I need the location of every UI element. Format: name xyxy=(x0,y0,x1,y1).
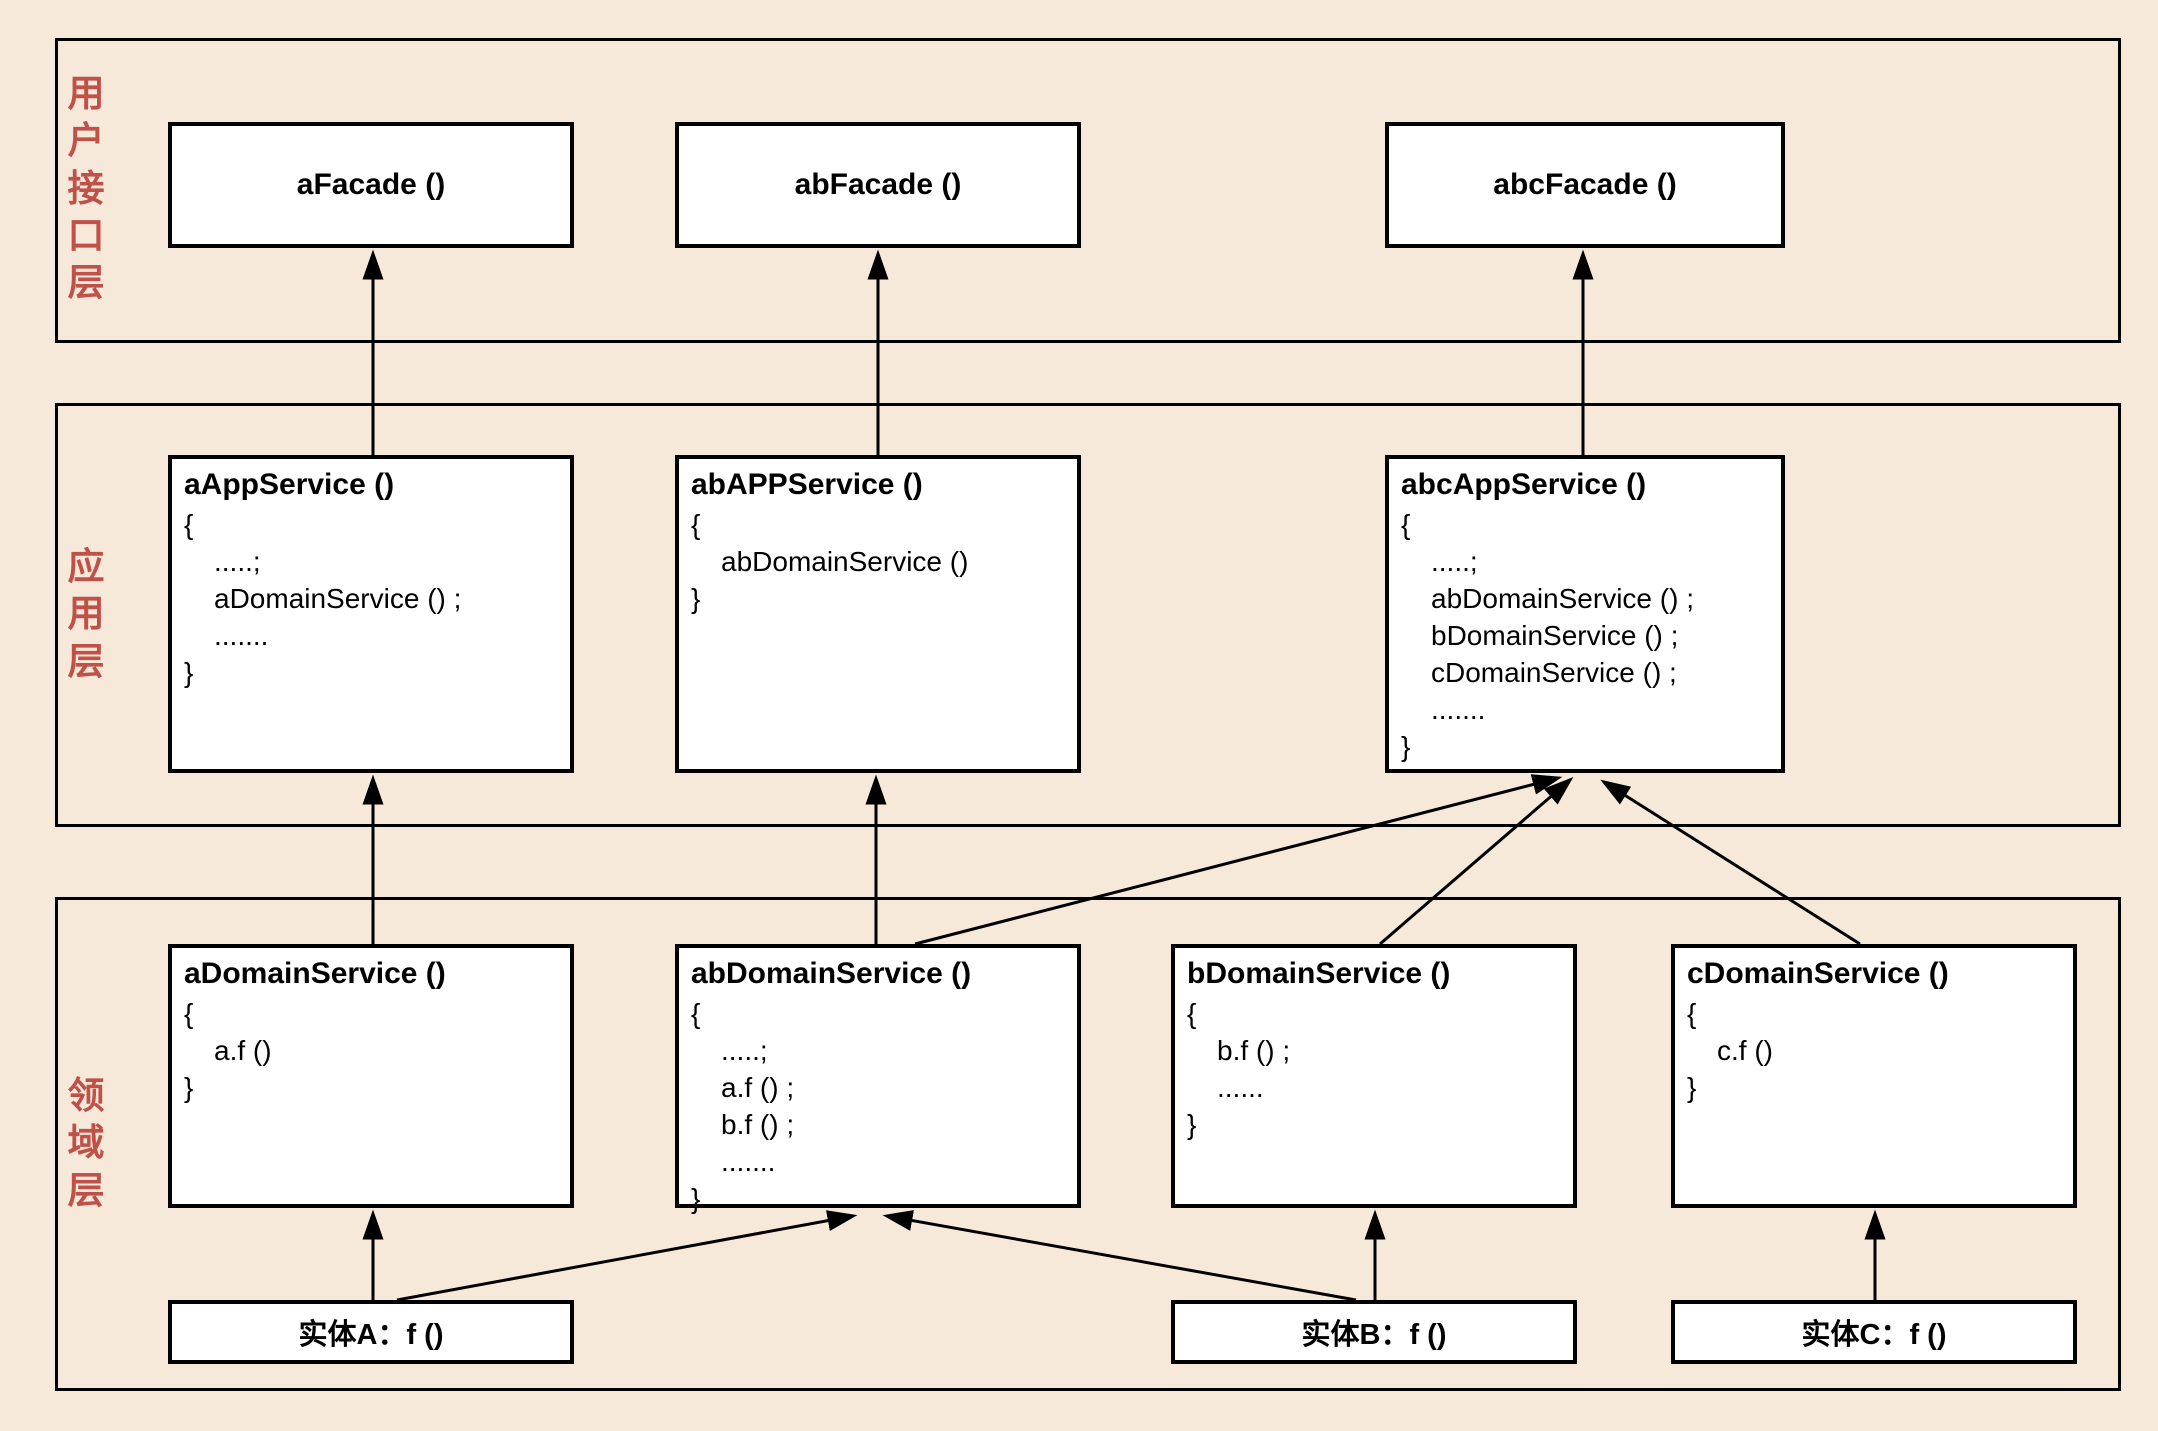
layer-user-interface-label: 用户接口层 xyxy=(67,73,105,304)
code-line: } xyxy=(1187,1109,1197,1140)
code-line: abDomainService () ; xyxy=(1431,583,1694,614)
code-line: a.f () xyxy=(214,1035,272,1066)
code-line: ....... xyxy=(214,620,269,651)
app-service-box-ab: abAPPService () { abDomainService () } xyxy=(675,455,1081,773)
code-line: ...... xyxy=(1217,1072,1264,1103)
facade-box-abc-title: abcFacade () xyxy=(1493,168,1677,201)
code-line: aDomainService () ; xyxy=(214,583,462,614)
layer-domain-label: 领域层 xyxy=(67,1075,105,1211)
code-line: { xyxy=(1401,509,1411,540)
code-line: c.f () xyxy=(1717,1035,1773,1066)
domain-service-box-a-title: aDomainService () xyxy=(184,957,446,990)
code-line: .....; xyxy=(1431,546,1478,577)
facade-box-abc: abcFacade () xyxy=(1385,122,1785,248)
entity-box-a-title: 实体A：f () xyxy=(298,1319,444,1351)
facade-box-ab-title: abFacade () xyxy=(794,168,962,201)
entity-box-c-title: 实体C：f () xyxy=(1801,1319,1947,1351)
app-service-box-a-title: aAppService () xyxy=(184,468,395,501)
code-line: b.f () ; xyxy=(721,1109,795,1140)
domain-service-box-a: aDomainService () { a.f () } xyxy=(168,944,574,1208)
code-line: } xyxy=(691,583,701,614)
entity-box-c: 实体C：f () xyxy=(1671,1300,2077,1364)
app-service-box-ab-title: abAPPService () xyxy=(691,468,923,501)
code-line: { xyxy=(184,998,194,1029)
code-line: a.f () ; xyxy=(721,1072,795,1103)
code-line: .....; xyxy=(721,1035,768,1066)
code-line: { xyxy=(184,509,194,540)
code-line: abDomainService () xyxy=(721,546,969,577)
entity-box-a: 实体A：f () xyxy=(168,1300,574,1364)
app-service-box-abc-title: abcAppService () xyxy=(1401,468,1647,501)
code-line: ....... xyxy=(1431,694,1486,725)
domain-service-box-c: cDomainService () { c.f () } xyxy=(1671,944,2077,1208)
code-line: } xyxy=(1401,731,1411,762)
code-line: { xyxy=(1187,998,1197,1029)
domain-service-box-ab-title: abDomainService () xyxy=(691,957,972,990)
layer-user-interface xyxy=(55,38,2121,343)
code-line: .....; xyxy=(214,546,261,577)
facade-box-ab: abFacade () xyxy=(675,122,1081,248)
code-line: } xyxy=(184,657,194,688)
code-line: bDomainService () ; xyxy=(1431,620,1679,651)
app-service-box-a: aAppService () { .....; aDomainService (… xyxy=(168,455,574,773)
domain-service-box-b-title: bDomainService () xyxy=(1187,957,1451,990)
code-line: { xyxy=(691,509,701,540)
code-line: } xyxy=(184,1072,194,1103)
code-line: { xyxy=(691,998,701,1029)
code-line: ....... xyxy=(721,1146,776,1177)
app-service-box-abc: abcAppService () { .....; abDomainServic… xyxy=(1385,455,1785,773)
code-line: } xyxy=(691,1183,701,1214)
entity-box-b: 实体B：f () xyxy=(1171,1300,1577,1364)
layer-application-label: 应用层 xyxy=(67,546,105,682)
code-line: cDomainService () ; xyxy=(1431,657,1677,688)
code-line: { xyxy=(1687,998,1697,1029)
entity-box-b-title: 实体B：f () xyxy=(1301,1319,1447,1351)
domain-service-box-c-title: cDomainService () xyxy=(1687,957,1949,990)
facade-box-a-title: aFacade () xyxy=(296,168,446,201)
facade-box-a: aFacade () xyxy=(168,122,574,248)
domain-service-box-b: bDomainService () { b.f () ; ...... } xyxy=(1171,944,1577,1208)
code-line: } xyxy=(1687,1072,1697,1103)
code-line: b.f () ; xyxy=(1217,1035,1291,1066)
domain-service-box-ab: abDomainService () { .....; a.f () ; b.f… xyxy=(675,944,1081,1214)
